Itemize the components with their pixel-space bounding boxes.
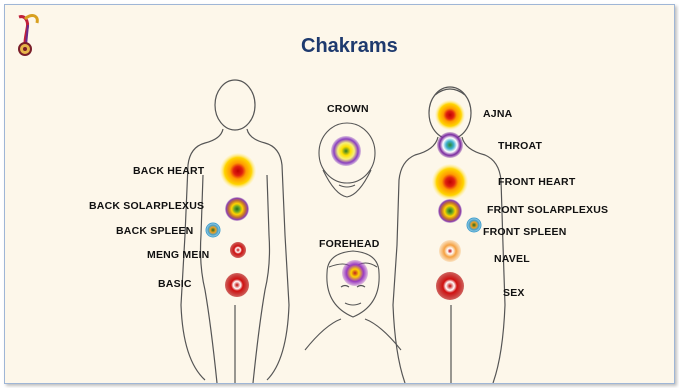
label-back-solarplexus: BACK SOLARPLEXUS [89,200,204,212]
label-meng-mein: MENG MEIN [147,249,209,261]
forehead-chakra [342,260,368,286]
label-sex: SEX [503,287,525,299]
ajna-chakra [435,100,465,130]
front-solarplexus-chakra [438,199,462,223]
label-forehead: FOREHEAD [319,238,380,250]
slide: Chakrams [4,4,675,384]
meng-mein-chakra [230,242,246,258]
basic-chakra [225,273,249,297]
label-throat: THROAT [498,140,542,152]
label-back-spleen: BACK SPLEEN [116,225,193,237]
throat-chakra [437,132,463,158]
label-front-solarplexus: FRONT SOLARPLEXUS [487,204,608,216]
label-crown: CROWN [327,103,369,115]
back-body-figure [181,80,289,383]
label-front-heart: FRONT HEART [498,176,575,188]
front-heart-chakra [432,164,468,200]
front-spleen-chakra [467,218,481,232]
label-ajna: AJNA [483,108,512,120]
label-navel: NAVEL [494,253,530,265]
chakra-diagram [5,5,674,383]
back-heart-chakra [220,153,256,189]
sex-chakra [436,272,464,300]
crown-chakra [331,136,361,166]
label-back-heart: BACK HEART [133,165,204,177]
label-front-spleen: FRONT SPLEEN [483,226,567,238]
back-spleen-chakra [206,223,220,237]
label-basic: BASIC [158,278,192,290]
navel-chakra [439,240,461,262]
back-solarplexus-chakra [225,197,249,221]
